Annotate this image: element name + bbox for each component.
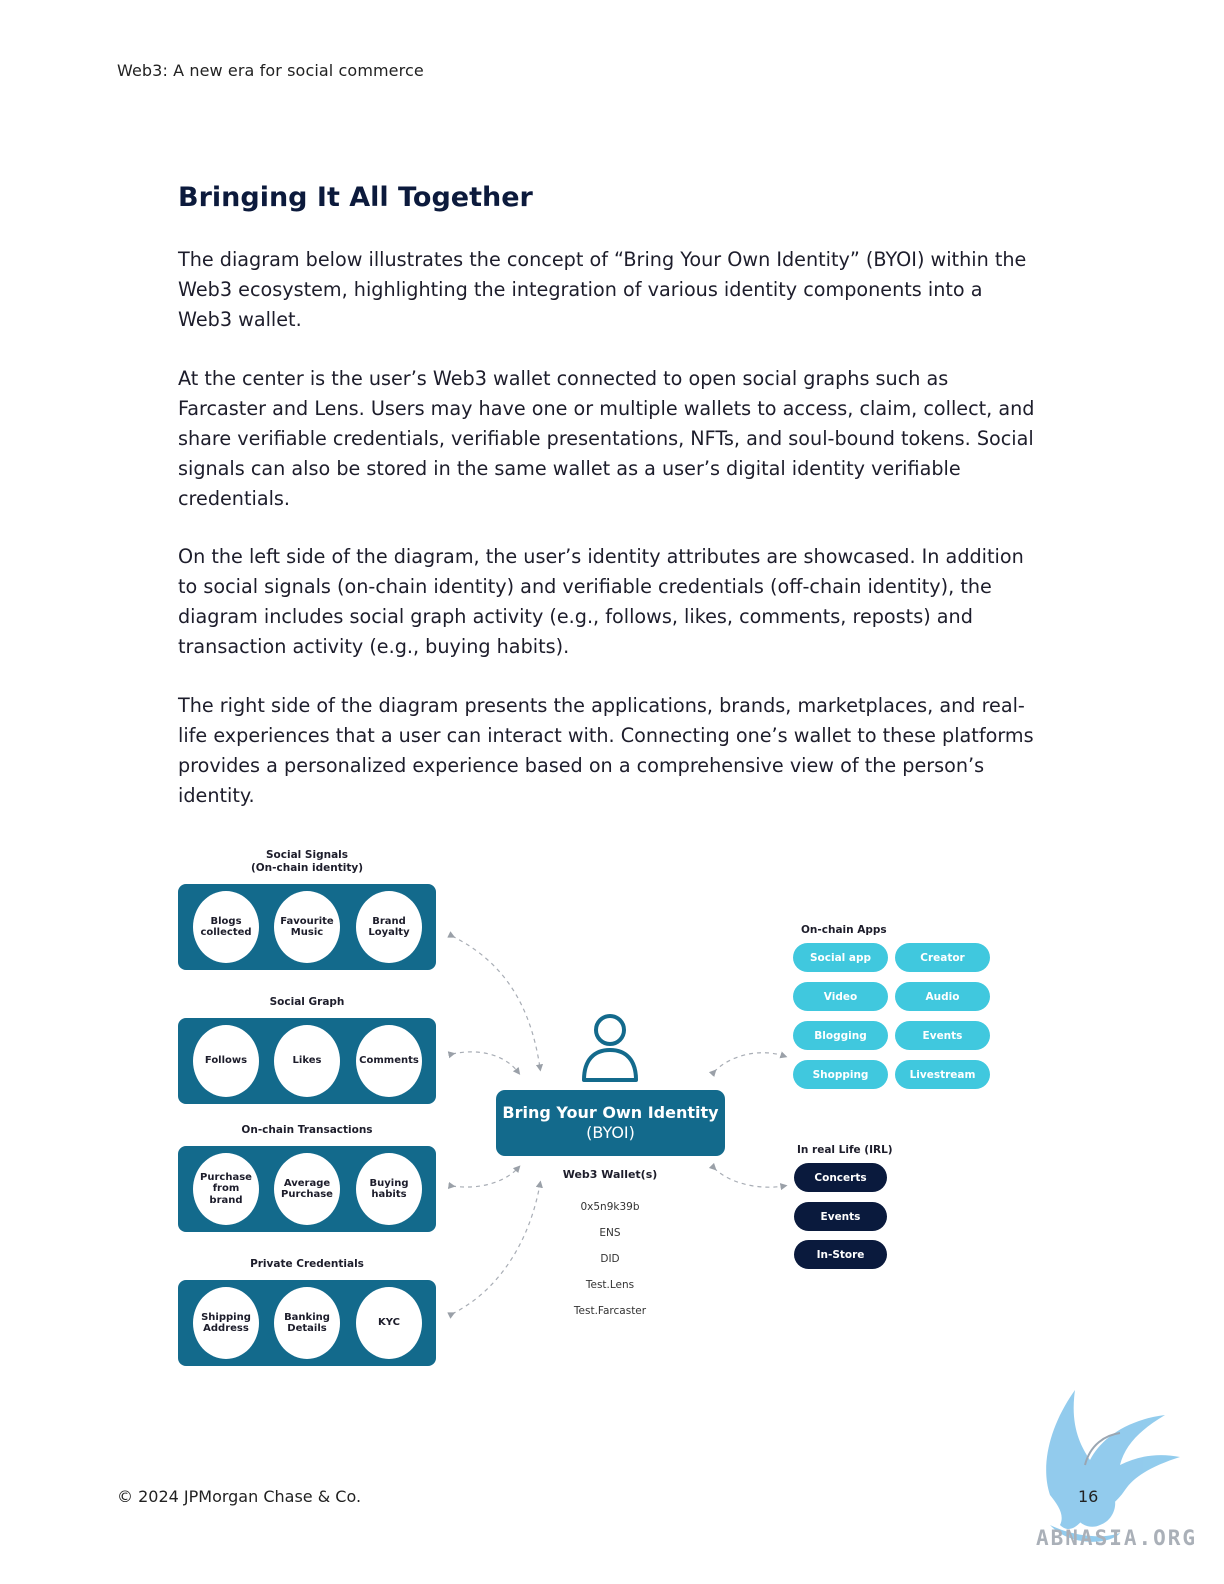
wallet-item: DID xyxy=(600,1253,620,1265)
arrow-social-signals xyxy=(447,931,544,1072)
item-average-purchase: Average Purchase xyxy=(274,1153,340,1225)
arrow-credentials xyxy=(447,1180,543,1319)
pill-video: Video xyxy=(793,982,888,1011)
group-label-private-credentials: Private Credentials xyxy=(250,1258,364,1270)
wallet-item: 0x5n9k39b xyxy=(580,1201,640,1213)
section-title: Bringing It All Together xyxy=(178,182,533,213)
griffin-watermark-logo xyxy=(1046,1390,1180,1542)
item-banking-details: Banking Details xyxy=(274,1287,340,1359)
item-blogs-collected: Blogs collected xyxy=(193,891,259,963)
irl-label: In real Life (IRL) xyxy=(797,1144,893,1156)
byoi-box: Bring Your Own Identity (BYOI) xyxy=(496,1090,725,1156)
arrow-irl xyxy=(708,1162,788,1191)
body-paragraph: The right side of the diagram presents t… xyxy=(178,694,1034,807)
group-label-social-signals: Social Signals (On-chain identity) xyxy=(250,849,364,874)
wallet-item: Test.Lens xyxy=(585,1279,635,1291)
onchain-apps-label: On-chain Apps xyxy=(801,924,887,936)
item-kyc: KYC xyxy=(356,1287,422,1359)
item-favourite-music: Favourite Music xyxy=(274,891,340,963)
item-comments: Comments xyxy=(356,1025,422,1097)
pill-livestream: Livestream xyxy=(895,1060,990,1089)
group-onchain-transactions: Purchase from brand Average Purchase Buy… xyxy=(178,1146,436,1232)
arrow-onchain-apps xyxy=(708,1051,788,1078)
wallet-item: Test.Farcaster xyxy=(573,1305,647,1317)
copyright: © 2024 JPMorgan Chase & Co. xyxy=(117,1487,362,1506)
item-brand-loyalty: Brand Loyalty xyxy=(356,891,422,963)
body-paragraph: The diagram below illustrates the concep… xyxy=(178,248,1027,331)
user-person-icon xyxy=(582,1014,638,1082)
body-paragraph: At the center is the user’s Web3 wallet … xyxy=(178,367,1035,510)
page-number: 16 xyxy=(1078,1487,1099,1506)
item-follows: Follows xyxy=(193,1025,259,1097)
item-shipping-address: Shipping Address xyxy=(193,1287,259,1359)
running-header: Web3: A new era for social commerce xyxy=(117,61,424,80)
pill-blogging: Blogging xyxy=(793,1021,888,1050)
group-social-signals: Blogs collected Favourite Music Brand Lo… xyxy=(178,884,436,970)
pill-shopping: Shopping xyxy=(793,1060,888,1089)
arrow-transactions xyxy=(447,1165,521,1190)
arrow-social-graph xyxy=(447,1051,521,1075)
wallet-item: ENS xyxy=(599,1227,621,1239)
pill-events: Events xyxy=(895,1021,990,1050)
wallet-title: Web3 Wallet(s) xyxy=(562,1168,658,1181)
watermark-text: ABNASIA.ORG xyxy=(1036,1526,1198,1550)
byoi-title: Bring Your Own Identity xyxy=(502,1103,719,1122)
pill-irl-events: Events xyxy=(794,1202,887,1231)
group-private-credentials: Shipping Address Banking Details KYC xyxy=(178,1280,436,1366)
body-paragraph: On the left side of the diagram, the use… xyxy=(178,545,1024,658)
group-label-onchain-transactions: On-chain Transactions xyxy=(241,1124,373,1136)
item-buying-habits: Buying habits xyxy=(356,1153,422,1225)
item-likes: Likes xyxy=(274,1025,340,1097)
item-purchase-from-brand: Purchase from brand xyxy=(193,1153,259,1225)
group-label-social-graph: Social Graph xyxy=(269,996,345,1008)
pill-audio: Audio xyxy=(895,982,990,1011)
pill-creator: Creator xyxy=(895,943,990,972)
pill-in-store: In-Store xyxy=(794,1240,887,1269)
pill-social-app: Social app xyxy=(793,943,888,972)
pill-concerts: Concerts xyxy=(794,1163,887,1192)
group-social-graph: Follows Likes Comments xyxy=(178,1018,436,1104)
byoi-subtitle: (BYOI) xyxy=(586,1123,635,1142)
